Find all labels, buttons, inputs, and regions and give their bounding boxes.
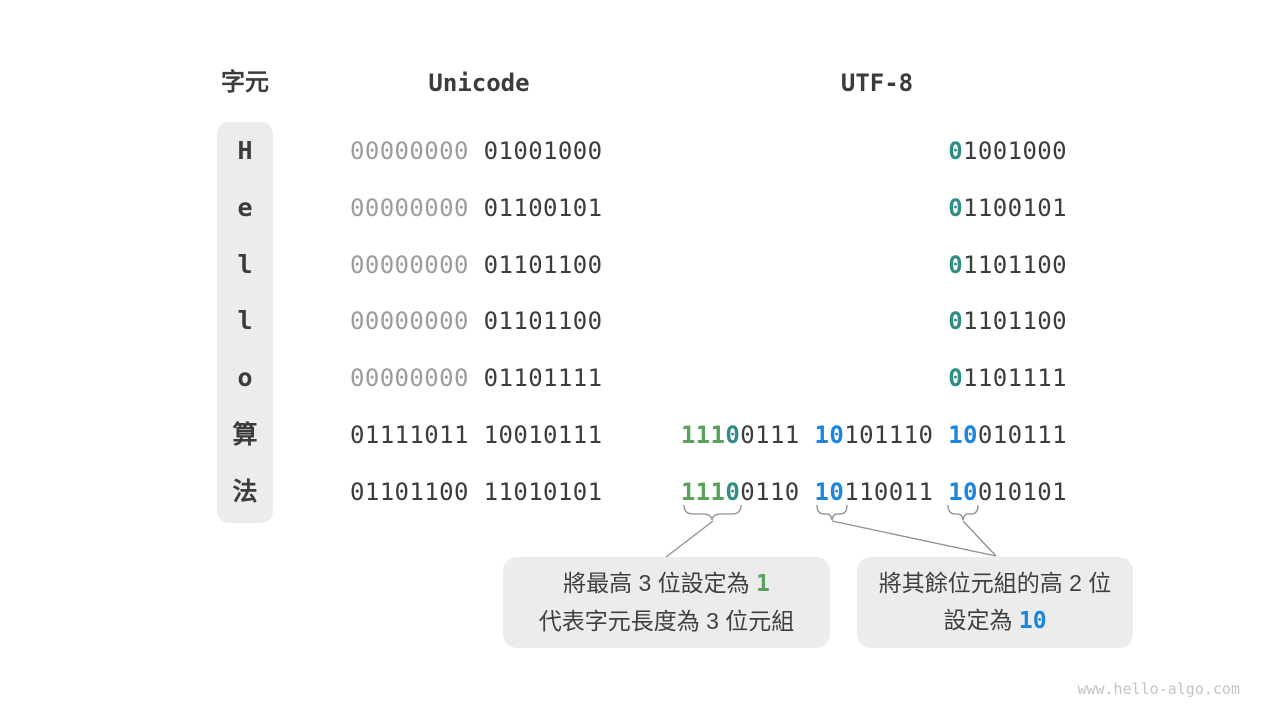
bit-segment: 0 <box>725 477 741 506</box>
character-cell: o <box>237 363 253 393</box>
utf8-bits: 01001000 <box>948 133 1067 169</box>
bit-segment: 111 <box>680 477 726 506</box>
bit-segment: 1101100 <box>963 307 1067 336</box>
header-utf8-label: UTF-8 <box>840 69 914 97</box>
bit-segment: 01101111 <box>483 364 603 393</box>
character-cell: 算 <box>232 420 258 449</box>
bit-segment: 01101100 <box>483 307 603 336</box>
bit-segment: 01101100 <box>483 250 603 279</box>
bit-segment: 10 <box>814 477 845 506</box>
bit-segment: 110011 <box>844 477 934 506</box>
bit-segment: 1100101 <box>963 193 1067 222</box>
bit-segment: 1101100 <box>963 250 1067 279</box>
bit-segment: 0111 <box>740 421 800 449</box>
character-cell: e <box>237 192 253 222</box>
header-unicode-label: Unicode <box>428 69 530 97</box>
char-column-background <box>217 122 273 523</box>
unicode-bits: 00000000 01001000 <box>350 133 602 169</box>
header-char-label: 字元 <box>221 69 269 96</box>
character-cell: H <box>237 136 253 165</box>
bit-segment: 0 <box>948 193 964 222</box>
bit-segment: 010101 <box>977 477 1067 506</box>
bit-segment: 10 <box>814 421 845 449</box>
bit-segment: 0110 <box>740 477 800 506</box>
bit-segment: 01111011 <box>350 421 469 449</box>
character-cell: l <box>237 306 253 336</box>
bit-segment: 1001000 <box>963 137 1067 165</box>
bit-segment: 010111 <box>977 421 1067 449</box>
character-cell: l <box>237 249 253 279</box>
connector-line-left <box>665 520 714 558</box>
bit-segment: 00000000 <box>350 193 469 222</box>
callout-continuation-bits: 將其餘位元組的高 2 位 設定為 10 <box>857 557 1133 648</box>
callout-left-line1-text: 將最高 3 位設定為 <box>563 570 757 596</box>
bit-segment: 101110 <box>844 421 934 449</box>
watermark: www.hello-algo.com <box>1077 680 1240 698</box>
unicode-bits: 00000000 01101111 <box>350 360 602 396</box>
bit-segment: 0 <box>725 421 741 449</box>
callout-high-bits: 將最高 3 位設定為 1 代表字元長度為 3 位元組 <box>503 557 830 648</box>
callout-right-line2-text: 設定為 <box>943 607 1019 633</box>
callout-left-line2: 代表字元長度為 3 位元組 <box>538 608 795 634</box>
bit-segment: 0 <box>948 307 964 336</box>
unicode-bits: 00000000 01101100 <box>350 303 602 339</box>
bit-segment: 00000000 <box>350 364 469 393</box>
bit-segment: 0 <box>948 364 964 393</box>
bit-segment: 01101100 <box>350 477 469 506</box>
callout-right-line1: 將其餘位元組的高 2 位 <box>878 570 1112 596</box>
utf8-bits: 01101111 <box>948 360 1067 396</box>
connector-line-mid <box>831 520 997 557</box>
unicode-bits: 01101100 11010101 <box>350 474 602 510</box>
utf8-bits: 11100110 10110011 10010101 <box>681 474 1067 510</box>
bit-segment: 1101111 <box>963 364 1067 393</box>
bit-segment: 11010101 <box>483 477 603 506</box>
bit-segment: 00000000 <box>350 250 469 279</box>
bit-segment: 0 <box>948 137 964 165</box>
bit-segment: 10 <box>948 477 978 506</box>
bit-segment: 00000000 <box>350 307 469 336</box>
utf8-bits: 01100101 <box>948 190 1067 226</box>
callout-right-line2: 設定為 10 <box>943 602 1046 640</box>
bit-segment: 111 <box>680 421 726 449</box>
unicode-bits: 01111011 10010111 <box>350 417 602 453</box>
bit-segment: 0 <box>948 250 964 279</box>
unicode-bits: 00000000 01101100 <box>350 247 602 283</box>
callout-left-line1: 將最高 3 位設定為 1 <box>563 565 770 603</box>
bit-segment: 10010111 <box>483 421 603 449</box>
connector-line-right <box>962 520 997 557</box>
bit-segment: 01100101 <box>483 193 603 222</box>
utf8-bits: 01101100 <box>948 247 1067 283</box>
utf8-bits: 01101100 <box>948 303 1067 339</box>
highlight-bits-10: 10 <box>1018 608 1047 634</box>
bit-segment: 00000000 <box>350 137 469 165</box>
utf8-bits: 11100111 10101110 10010111 <box>681 417 1067 453</box>
bit-segment: 01001000 <box>483 137 603 165</box>
character-cell: 法 <box>232 476 258 506</box>
unicode-bits: 00000000 01100101 <box>350 190 602 226</box>
bit-segment: 10 <box>948 421 978 449</box>
highlight-bit-one: 1 <box>756 571 770 597</box>
